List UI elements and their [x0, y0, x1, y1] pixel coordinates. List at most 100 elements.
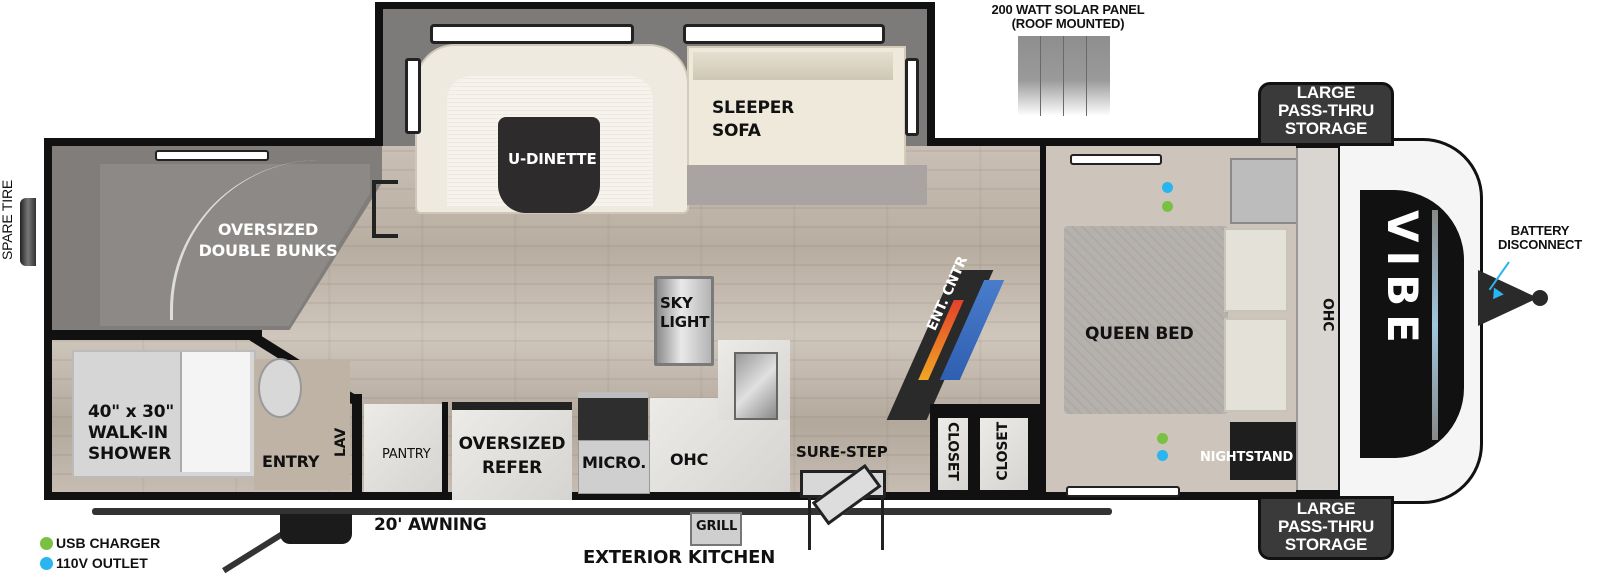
refer-label-line1: OVERSIZED [458, 434, 566, 454]
usb-charger-icon-top [1162, 201, 1173, 212]
pantry-label: PANTRY [382, 447, 431, 462]
storage-top-line1: LARGE [1296, 83, 1356, 102]
front-cap-stripe [1432, 210, 1438, 440]
storage-bottom-line2: PASS-THRU [1277, 516, 1375, 536]
spare-tire-icon [20, 198, 36, 266]
pantry [364, 404, 442, 492]
storage-top-line3: STORAGE [1284, 118, 1368, 138]
exterior-kitchen-label: EXTERIOR KITCHEN [583, 547, 776, 568]
usb-charger-icon [40, 536, 53, 550]
solar-panel-label: 200 WATT SOLAR PANEL (ROOF MOUNTED) [978, 3, 1158, 30]
skylight-label-line1: SKY [660, 294, 693, 312]
storage-bottom-line1: LARGE [1296, 499, 1356, 518]
nightstand [1230, 422, 1296, 480]
legend-outlet-label: 110V OUTLET [56, 555, 148, 571]
legend-item-usb: USB CHARGER [40, 533, 160, 553]
wardrobe [1230, 158, 1300, 224]
legend-item-outlet: 110V OUTLET [40, 553, 160, 573]
refer [452, 402, 572, 500]
micro-label: MICRO. [582, 453, 647, 472]
sofa-window [683, 24, 885, 44]
shower-label: 40" x 30" WALK-IN SHOWER [88, 402, 175, 464]
slide-side-window-left [405, 58, 421, 134]
solar-panel-label-line2: (ROOF MOUNTED) [1011, 15, 1125, 31]
bunks-label-line1: OVERSIZED [217, 220, 319, 239]
dinette-label: U-DINETTE [508, 150, 597, 168]
outlet-110v-icon-top [1162, 182, 1173, 193]
awning-rail [92, 508, 1112, 515]
entry-label: ENTRY [262, 452, 320, 471]
bedroom-window-bottom [1066, 486, 1180, 497]
slide-side-window-right [905, 58, 919, 136]
usb-charger-icon-bottom [1157, 433, 1168, 444]
microwave [578, 440, 650, 494]
shower-label-line3: SHOWER [88, 443, 172, 464]
outlet-110v-icon-bottom [1157, 450, 1168, 461]
solar-panel-label-line1: 200 WATT SOLAR PANEL [991, 2, 1145, 17]
battery-disconnect-line1: BATTERY [1510, 223, 1570, 238]
bunk-window [155, 150, 269, 161]
hitch-ball [1532, 290, 1548, 306]
lav-label: LAV [333, 428, 349, 458]
stove [578, 392, 648, 446]
outlet-110v-icon [40, 556, 53, 570]
nightstand-label: NIGHTSTAND [1200, 450, 1294, 465]
refer-label: OVERSIZED REFER [452, 434, 572, 478]
legend-usb-label: USB CHARGER [56, 535, 161, 551]
closet-2-label: CLOSET [995, 422, 1011, 481]
storage-top-line2: PASS-THRU [1277, 100, 1375, 120]
sofa-back [693, 52, 893, 80]
pillow-bottom [1224, 318, 1288, 412]
sink-icon [734, 352, 778, 420]
ohc-kitchen-label: OHC [670, 450, 709, 469]
closet-1 [938, 418, 968, 490]
storage-top-label: LARGE PASS-THRU STORAGE [1258, 84, 1394, 138]
bunk-ladder [372, 180, 398, 238]
solar-panel-icon [1018, 36, 1110, 116]
bedroom-ohc [1296, 148, 1338, 490]
shower-label-line1: 40" x 30" [88, 402, 175, 422]
bunks-label: OVERSIZED DOUBLE BUNKS [188, 220, 348, 260]
closet-1-label: CLOSET [944, 422, 961, 481]
skylight-label-line2: LIGHT [660, 312, 710, 331]
sofa-label-line2: SOFA [712, 120, 761, 141]
entry-step [280, 514, 352, 544]
brand-logo: VIBE [1378, 210, 1428, 351]
sofa-carpet [687, 165, 927, 205]
shower-label-line2: WALK-IN [88, 422, 168, 443]
skylight [654, 276, 714, 366]
closet-2 [980, 418, 1028, 490]
grill-label: GRILL [696, 519, 738, 534]
toilet-icon [258, 358, 302, 418]
grill-icon [690, 512, 742, 546]
storage-top [1258, 82, 1394, 146]
bedroom-partition [1040, 146, 1046, 492]
shower-glass [180, 352, 250, 472]
skylight-label: SKY LIGHT [660, 294, 710, 331]
front-cap-graphic [1360, 190, 1464, 458]
bath-wall-right [352, 394, 362, 496]
sofa-label: SLEEPER SOFA [712, 98, 795, 141]
sofa-label-line1: SLEEPER [712, 98, 795, 118]
queen-bed-label: QUEEN BED [1085, 324, 1194, 344]
battery-disconnect-line2: DISCONNECT [1498, 236, 1582, 252]
bedroom-window-top [1070, 154, 1162, 165]
bunks-label-line2: DOUBLE BUNKS [198, 240, 338, 260]
legend: USB CHARGER 110V OUTLET [40, 533, 160, 573]
storage-bottom-line3: STORAGE [1284, 534, 1368, 554]
sure-step-label: SURE-STEP [796, 443, 888, 461]
hitch-tongue [1478, 270, 1538, 326]
dinette-window [430, 24, 634, 44]
storage-bottom [1258, 496, 1394, 560]
refer-label-line2: REFER [481, 457, 543, 478]
storage-bottom-label: LARGE PASS-THRU STORAGE [1258, 500, 1394, 554]
awning-label: 20' AWNING [374, 515, 487, 535]
bath-wall-top [52, 330, 262, 340]
dinette-table [498, 117, 600, 213]
pillow-top [1224, 228, 1288, 312]
ohc-bedroom-label: OHC [1319, 298, 1336, 332]
pantry-wall [442, 402, 448, 494]
battery-disconnect-label: BATTERY DISCONNECT [1480, 224, 1600, 251]
spare-tire-label: SPARE TIRE [0, 180, 15, 260]
queen-bed [1064, 226, 1228, 414]
